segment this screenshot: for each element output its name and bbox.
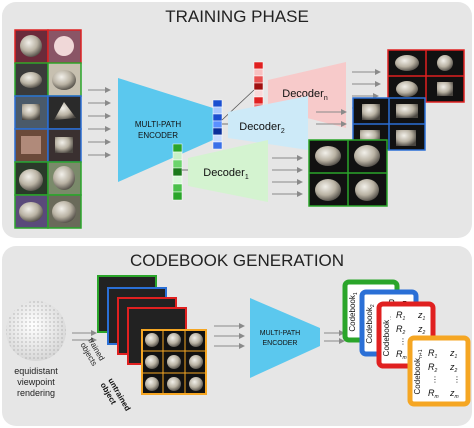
codebook-image-stack (97, 275, 207, 395)
svg-text:R1: R1 (428, 348, 438, 360)
training-title: TRAINING PHASE (165, 7, 309, 26)
svg-text:z2: z2 (417, 324, 426, 336)
svg-text:⋮: ⋮ (431, 375, 439, 384)
sphere-arrows (72, 330, 97, 343)
decoder-1-outputs (308, 139, 388, 207)
training-encoder-line2: ENCODER (138, 131, 178, 140)
svg-text:R1: R1 (396, 310, 406, 322)
codebook-output-arrows (324, 330, 345, 344)
codebook-card-4: Codebookn+1 R1 z1 R2 z2 ⋮ ⋮ Rm zm (407, 335, 471, 407)
latent-code-red (253, 61, 264, 112)
sphere-caption-line1: equidistant (14, 366, 58, 376)
svg-text:Rm: Rm (396, 349, 407, 361)
decoder-1-label: Decoder1 (203, 167, 249, 181)
training-input-images (14, 29, 82, 229)
codebook-encoder-line1: MULTI-PATH (260, 330, 300, 337)
codebook-encoder-arrows (214, 323, 245, 349)
svg-text:⋮: ⋮ (453, 375, 461, 384)
decoder-n-outputs (387, 49, 465, 103)
svg-text:Rm: Rm (428, 388, 439, 400)
decoder-2-label: Decoder2 (239, 121, 285, 135)
svg-text:Codebook2: Codebook2 (365, 304, 376, 343)
sphere-caption-line2: viewpoint (17, 377, 55, 387)
svg-text:R2: R2 (428, 362, 438, 374)
codebook-title: CODEBOOK GENERATION (130, 251, 344, 270)
svg-text:zm: zm (449, 388, 459, 400)
training-encoder (118, 78, 213, 182)
input-arrows (88, 87, 111, 158)
svg-text:⋮: ⋮ (399, 337, 407, 346)
decoder-2 (228, 96, 308, 150)
decoder-1 (188, 140, 268, 202)
svg-text:Codebook...: Codebook... (382, 316, 393, 357)
latent-code-green (172, 143, 183, 201)
sphere-caption-line3: rendering (17, 388, 55, 398)
untrained-object-grid (141, 329, 207, 395)
codebook-encoder-line2: ENCODER (262, 340, 297, 347)
decoder-n-label: Decodern (282, 88, 328, 102)
svg-text:Codebook1: Codebook1 (348, 292, 359, 331)
svg-text:z1: z1 (417, 310, 426, 322)
svg-text:R2: R2 (396, 324, 406, 336)
svg-text:Codebookn+1: Codebookn+1 (413, 349, 424, 394)
svg-text:z1: z1 (449, 348, 458, 360)
viewpoint-sphere (6, 301, 66, 361)
svg-text:z2: z2 (449, 362, 458, 374)
latent-code-blue (212, 99, 223, 150)
training-encoder-line1: MULTI-PATH (135, 120, 181, 129)
codebook-encoder (250, 298, 320, 378)
